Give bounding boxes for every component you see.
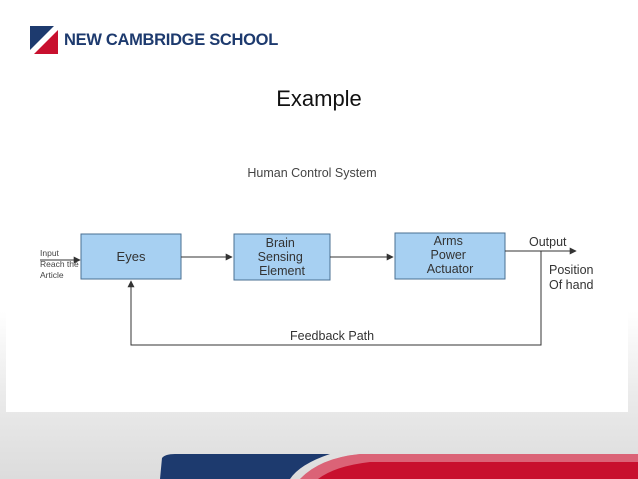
feedback-path-line bbox=[127, 251, 542, 346]
footer-decoration bbox=[160, 454, 638, 479]
school-logo: NEW CAMBRIDGE SCHOOL bbox=[30, 26, 278, 54]
feedback-path-label: Feedback Path bbox=[290, 329, 374, 343]
diagram-panel: Human Control System Input Reach the Art… bbox=[6, 126, 628, 412]
arms-block-label: Arms Power Actuator bbox=[427, 234, 474, 276]
footer-red-shape bbox=[300, 454, 638, 479]
input-label: Input Reach the Article bbox=[40, 248, 81, 280]
diagram-title: Human Control System bbox=[247, 166, 376, 180]
brain-block bbox=[233, 233, 331, 281]
footer-highlight bbox=[300, 454, 638, 479]
eyes-block-label: Eyes bbox=[117, 249, 146, 264]
footer-blue-shape bbox=[160, 454, 330, 479]
school-name: NEW CAMBRIDGE SCHOOL bbox=[64, 30, 278, 49]
brain-block-label: Brain Sensing Element bbox=[258, 236, 307, 278]
arms-block bbox=[394, 232, 506, 280]
control-system-diagram: Human Control System Input Reach the Art… bbox=[40, 166, 597, 346]
logo-emblem-icon bbox=[30, 26, 58, 54]
slide-title: Example bbox=[276, 86, 362, 111]
position-label: Position Of hand bbox=[549, 263, 597, 292]
output-label: Output bbox=[529, 235, 567, 249]
